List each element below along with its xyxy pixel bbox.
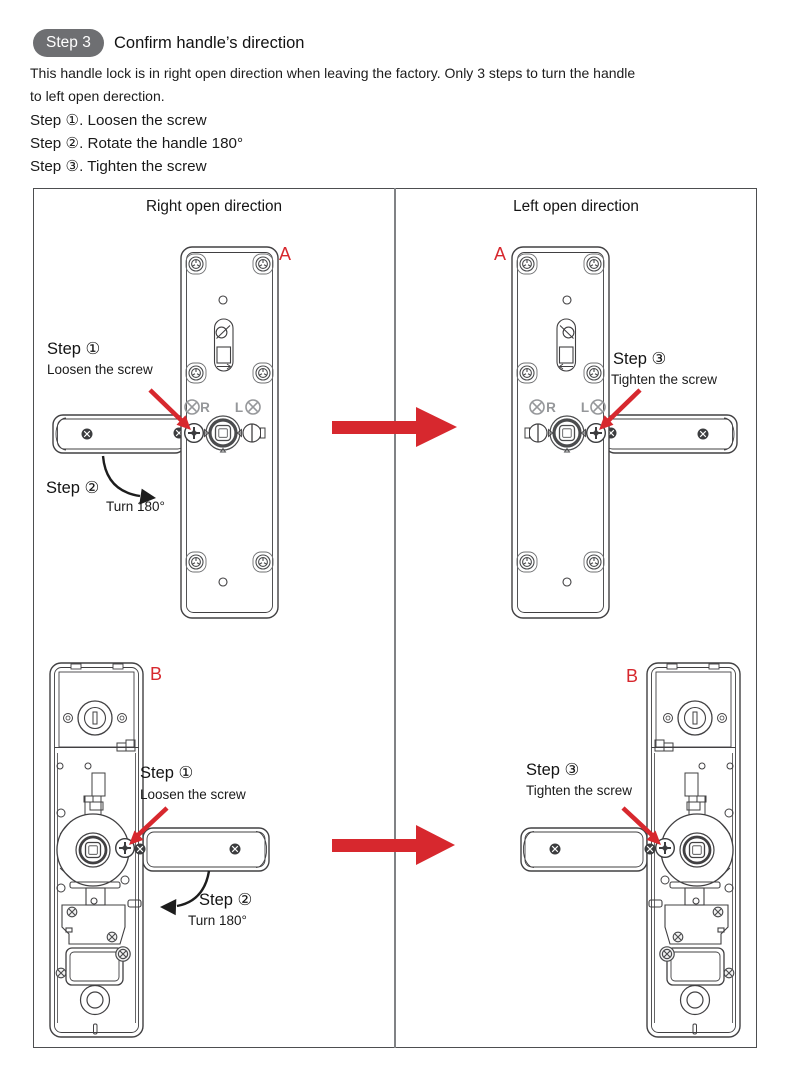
step2-caption: Turn 180° bbox=[188, 913, 247, 928]
transition-arrow-top bbox=[332, 407, 457, 447]
rotate-arrow bbox=[160, 870, 211, 916]
rotate-arrow bbox=[101, 455, 156, 505]
part-label-b: B bbox=[626, 666, 639, 686]
lock-diagrams-canvas: R L R L bbox=[33, 228, 757, 1048]
step-3-instruction: Step ③. Tighten the screw bbox=[30, 158, 207, 175]
plate-marking-l: L bbox=[581, 400, 589, 415]
step3-title: Step ③ bbox=[613, 350, 667, 368]
part-label-a: A bbox=[494, 244, 507, 264]
step3-caption: Tighten the screw bbox=[611, 372, 718, 387]
part-label-b: B bbox=[150, 664, 163, 684]
description-line-1: This handle lock is in right open direct… bbox=[30, 65, 636, 81]
page-title: Confirm handle’s direction bbox=[114, 34, 305, 52]
diagram-right-open-exterior: R L bbox=[53, 247, 278, 618]
diagram-left-open-interior bbox=[521, 663, 740, 1037]
column-header-right-open: Right open direction bbox=[145, 198, 283, 215]
plate-marking-r: R bbox=[546, 400, 556, 415]
step-3-badge: Step 3 bbox=[33, 29, 104, 57]
table-column-divider bbox=[394, 188, 396, 1048]
step1-caption: Loosen the screw bbox=[140, 787, 246, 802]
step1-title: Step ① bbox=[140, 764, 194, 782]
diagram-left-open-exterior: R L bbox=[512, 247, 737, 618]
step1-title: Step ① bbox=[47, 340, 101, 358]
diagram-right-open-interior bbox=[50, 663, 269, 1037]
column-header-left-open: Left open direction bbox=[513, 198, 639, 215]
part-label-a: A bbox=[279, 244, 292, 264]
step2-caption: Turn 180° bbox=[106, 499, 165, 514]
description-line-2: to left open derection. bbox=[30, 88, 165, 104]
step1-caption: Loosen the screw bbox=[47, 362, 153, 377]
step2-title: Step ② bbox=[199, 891, 253, 909]
step-1-instruction: Step ①. Loosen the screw bbox=[30, 112, 207, 129]
step3-caption: Tighten the screw bbox=[526, 783, 633, 798]
step3-title: Step ③ bbox=[526, 761, 580, 779]
plate-marking-r: R bbox=[200, 400, 210, 415]
step2-title: Step ② bbox=[46, 479, 100, 497]
plate-marking-l: L bbox=[235, 400, 243, 415]
transition-arrow-bottom bbox=[332, 825, 455, 865]
step-2-instruction: Step ②. Rotate the handle 180° bbox=[30, 135, 244, 152]
